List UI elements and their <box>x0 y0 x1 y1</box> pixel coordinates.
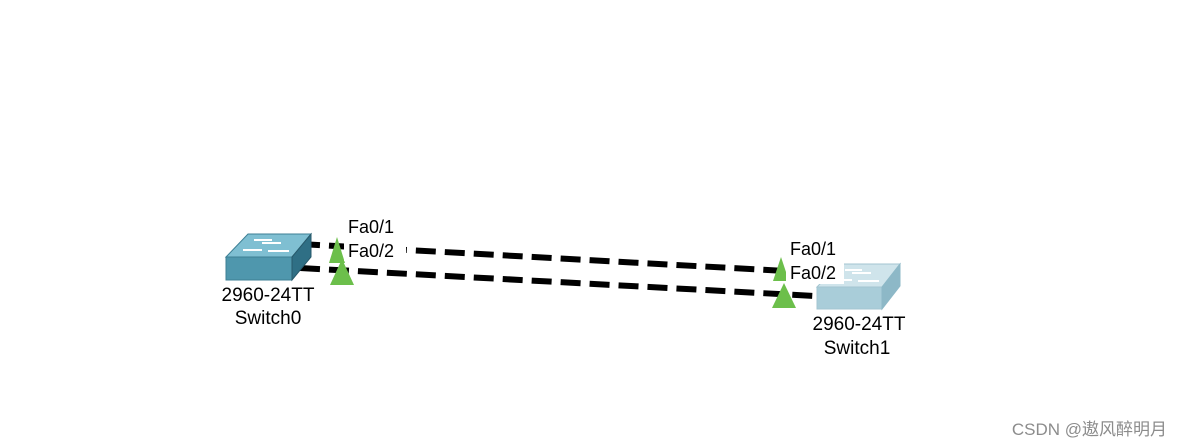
link-status-up-icon <box>330 259 354 285</box>
switch0-port-label-fa02: Fa0/2 <box>348 241 394 261</box>
switch1-model-label: 2960-24TT <box>813 314 906 335</box>
switch0-device[interactable]: 2960-24TT Switch0 <box>222 232 315 329</box>
link-fa01[interactable] <box>299 241 786 274</box>
link-status-up-icon <box>329 237 345 263</box>
switch-icon <box>224 232 313 282</box>
switch0-name-label: Switch0 <box>235 308 302 329</box>
switch1-name-label: Switch1 <box>824 338 891 359</box>
switch0-model-label: 2960-24TT <box>222 285 315 306</box>
switch1-port-label-fa02: Fa0/2 <box>790 263 836 283</box>
switch1-port-label-fa01: Fa0/1 <box>790 239 836 259</box>
link-status-up-icon <box>773 257 789 281</box>
link-fa02[interactable] <box>299 265 816 299</box>
watermark: CSDN @遨风醉明月 <box>1011 420 1167 439</box>
switch0-port-label-fa01: Fa0/1 <box>348 217 394 237</box>
link-status-up-icon <box>772 283 796 308</box>
